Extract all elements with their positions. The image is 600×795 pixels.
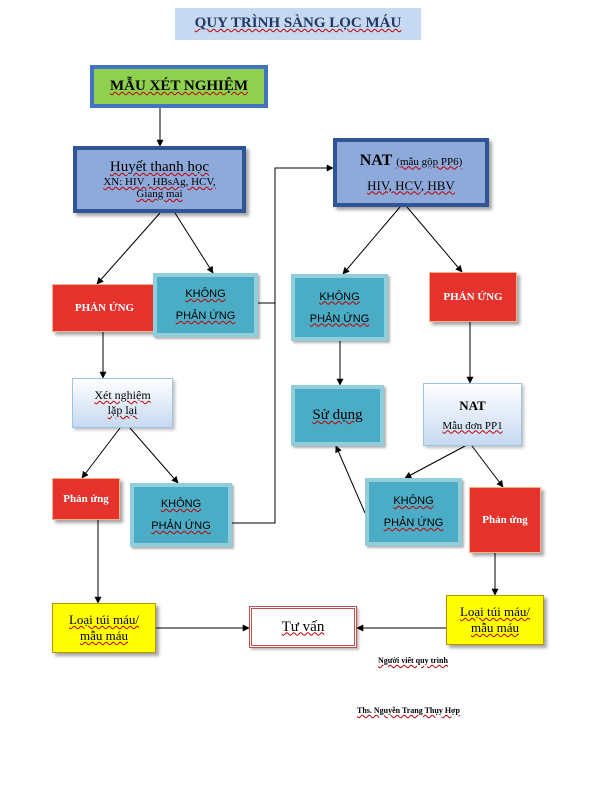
retest-line1: Xét nghiệm [94,388,151,402]
bag-left-line2: mẫu máu [79,628,128,643]
nonreact-single-box: KHÔNG PHẢN ỨNG [365,478,462,546]
nat-single-line: Mẫu đơn PP1 [442,419,503,432]
nat-pool-targets: HIV, HCV, HBV [367,177,455,193]
arrow-nonreact-single-to-use [335,445,366,514]
nat-single-title: NAT [459,397,486,413]
arrow-retest-to-nonreact-retest [129,427,179,484]
bag-right-box: Loại túi máu/ mẫu máu [446,595,544,645]
retest-line2: lặp lại [107,403,138,417]
arrow-nat-pool-to-nonreact-mid [342,206,401,275]
sample-label: MẪU XÉT NGHIỆM [109,78,249,94]
sample-box: MẪU XÉT NGHIỆM [90,65,268,108]
serum-syphilis: Giang mai [136,188,183,200]
nat-single-box: NAT Mẫu đơn PP1 [423,383,522,446]
nonreact-left-box: KHÔNG PHẢN ỨNG [153,273,258,337]
arrow-nat-pool-to-react-right [406,206,463,273]
arrow-nat-single-to-nonreact-single [404,445,466,479]
react-single-label: Phản ứng [482,514,528,526]
nonreact-single-line1: KHÔNG [393,495,434,507]
nonreact-mid-box: KHÔNG PHẢN ỨNG [291,274,388,341]
retest-box: Xét nghiệm lặp lại [72,378,173,428]
page-title: QUY TRÌNH SÀNG LỌC MÁU [175,8,421,40]
react-right-box: PHẢN ỨNG [429,272,517,322]
react-right-label: PHẢN ỨNG [443,291,503,303]
bag-left-box: Loại túi máu/ mẫu máu [52,603,156,653]
bag-left-line1: Loại túi máu/ [68,612,140,627]
arrow-nonreact-left-to-nat-pool [258,164,334,304]
nonreact-left-line1: KHÔNG [185,288,226,300]
nonreact-retest-line1: KHÔNG [160,498,202,510]
nat-pool-box: NAT (mẫu gộp PP6) HIV, HCV, HBV [333,138,489,207]
arrow-retest-to-react-retest [81,427,121,479]
nonreact-retest-box: KHÔNG PHẢN ỨNG [130,483,232,547]
author-name: Ths. Nguyễn Trang Thụy Hợp [357,706,460,715]
react-single-box: Phản ứng [469,487,541,553]
arrow-nat-single-to-react-single [471,445,504,488]
nonreact-mid-line1: KHÔNG [319,290,360,303]
arrow-serum-to-react-left [96,212,161,285]
nat-pool-sub: (mẫu gộp PP6) [396,155,463,168]
bag-right-line2: mẫu máu [470,620,519,635]
react-retest-label: Phản ứng [63,493,109,505]
use-box: Sử dụng [291,385,384,446]
arrow-serum-to-nonreact-left [174,212,214,274]
nat-pool-title: NAT [359,151,393,169]
counsel-box: Tư vấn [249,606,357,648]
nonreact-single-line2: PHẢN ỨNG [383,517,444,529]
nonreact-retest-line2: PHẢN ỨNG [151,520,211,532]
arrow-nonreact-retest-to-nat-pool [232,303,276,524]
use-label: Sử dụng [312,407,363,423]
react-retest-box: Phản ứng [52,478,120,520]
serum-box: Huyết thanh học XN: HIV , HBsAg, HCV, Gi… [73,146,246,213]
react-left-label: PHẢN ỨNG [74,302,135,314]
author-label: Người viết quy trình [378,656,448,665]
nonreact-mid-line2: PHẢN ỨNG [309,312,370,325]
nonreact-left-line2: PHẢN ỨNG [175,310,236,322]
bag-right-line1: Loại túi máu/ [459,604,531,619]
serum-tests: XN: HIV , HBsAg, HCV, [103,176,216,188]
serum-title: Huyết thanh học [109,159,210,175]
counsel-label: Tư vấn [281,618,325,635]
nat-pool-heading: NAT (mẫu gộp PP6) [360,152,463,170]
react-left-box: PHẢN ỨNG [52,284,157,332]
